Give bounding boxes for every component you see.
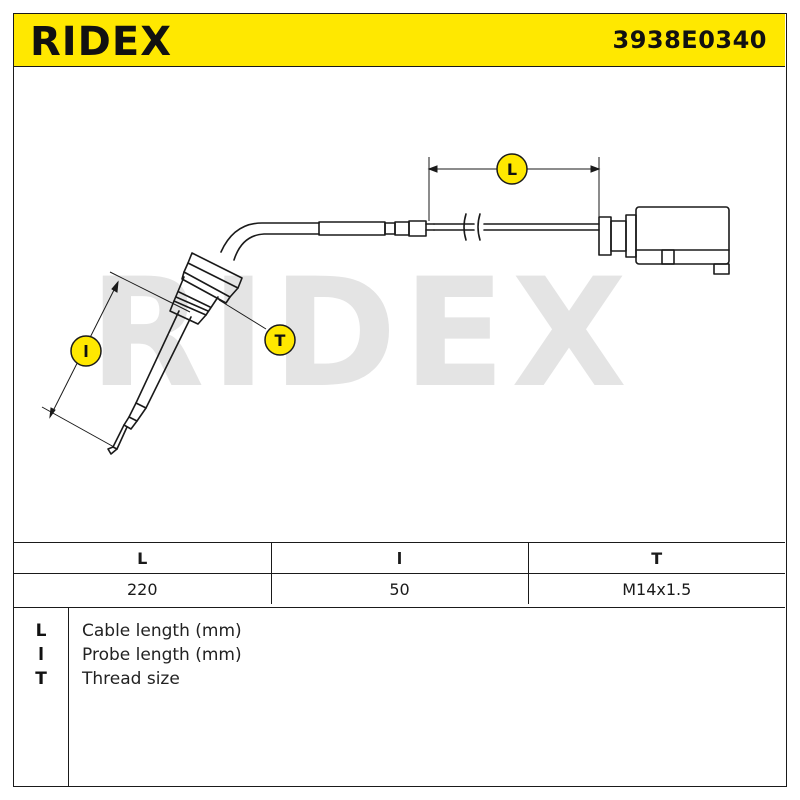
legend-text-l: Probe length (mm)	[82, 645, 242, 665]
legend-key-T: T	[35, 669, 47, 689]
legend-key-L: L	[35, 621, 47, 641]
part-number: 3938E0340	[612, 26, 767, 54]
probe-tip	[112, 424, 128, 450]
dimensions-table: L l T 220 50 M14x1.5	[14, 542, 785, 604]
col-header-T: T	[528, 542, 785, 574]
callout-T-circle	[264, 324, 296, 356]
technical-drawing: RIDEX	[41, 153, 730, 455]
cable-sleeve	[318, 221, 386, 236]
dimensions-header-row: L l T	[14, 542, 785, 574]
ridex-logo: RIDEX	[30, 22, 172, 60]
legend: L Cable length (mm) l Probe length (mm) …	[14, 607, 785, 786]
value-l: 50	[271, 573, 529, 604]
bent-tube	[220, 222, 320, 253]
legend-text-T: Thread size	[82, 669, 180, 689]
callout-L-circle	[496, 153, 528, 185]
header-bar: RIDEX 3938E0340	[14, 14, 785, 67]
connector-housing	[635, 206, 730, 265]
watermark-text: RIDEX	[89, 247, 633, 421]
legend-key-l: l	[38, 645, 44, 665]
legend-keys-column	[14, 608, 69, 786]
col-header-l: l	[271, 542, 529, 574]
callout-l-label: l	[83, 342, 88, 361]
value-T: M14x1.5	[528, 573, 785, 604]
probe-shaft	[135, 310, 192, 409]
product-sheet: RIDEX 3938E0340 RIDEX	[13, 13, 787, 787]
legend-text-L: Cable length (mm)	[82, 621, 242, 641]
callout-T-label: T	[275, 331, 286, 350]
col-header-L: L	[14, 542, 272, 574]
callout-L-label: L	[507, 160, 517, 179]
callout-l-circle	[70, 335, 102, 367]
dimensions-value-row: 220 50 M14x1.5	[14, 573, 785, 604]
value-L: 220	[14, 573, 272, 604]
logo-text: RIDEX	[30, 22, 172, 60]
